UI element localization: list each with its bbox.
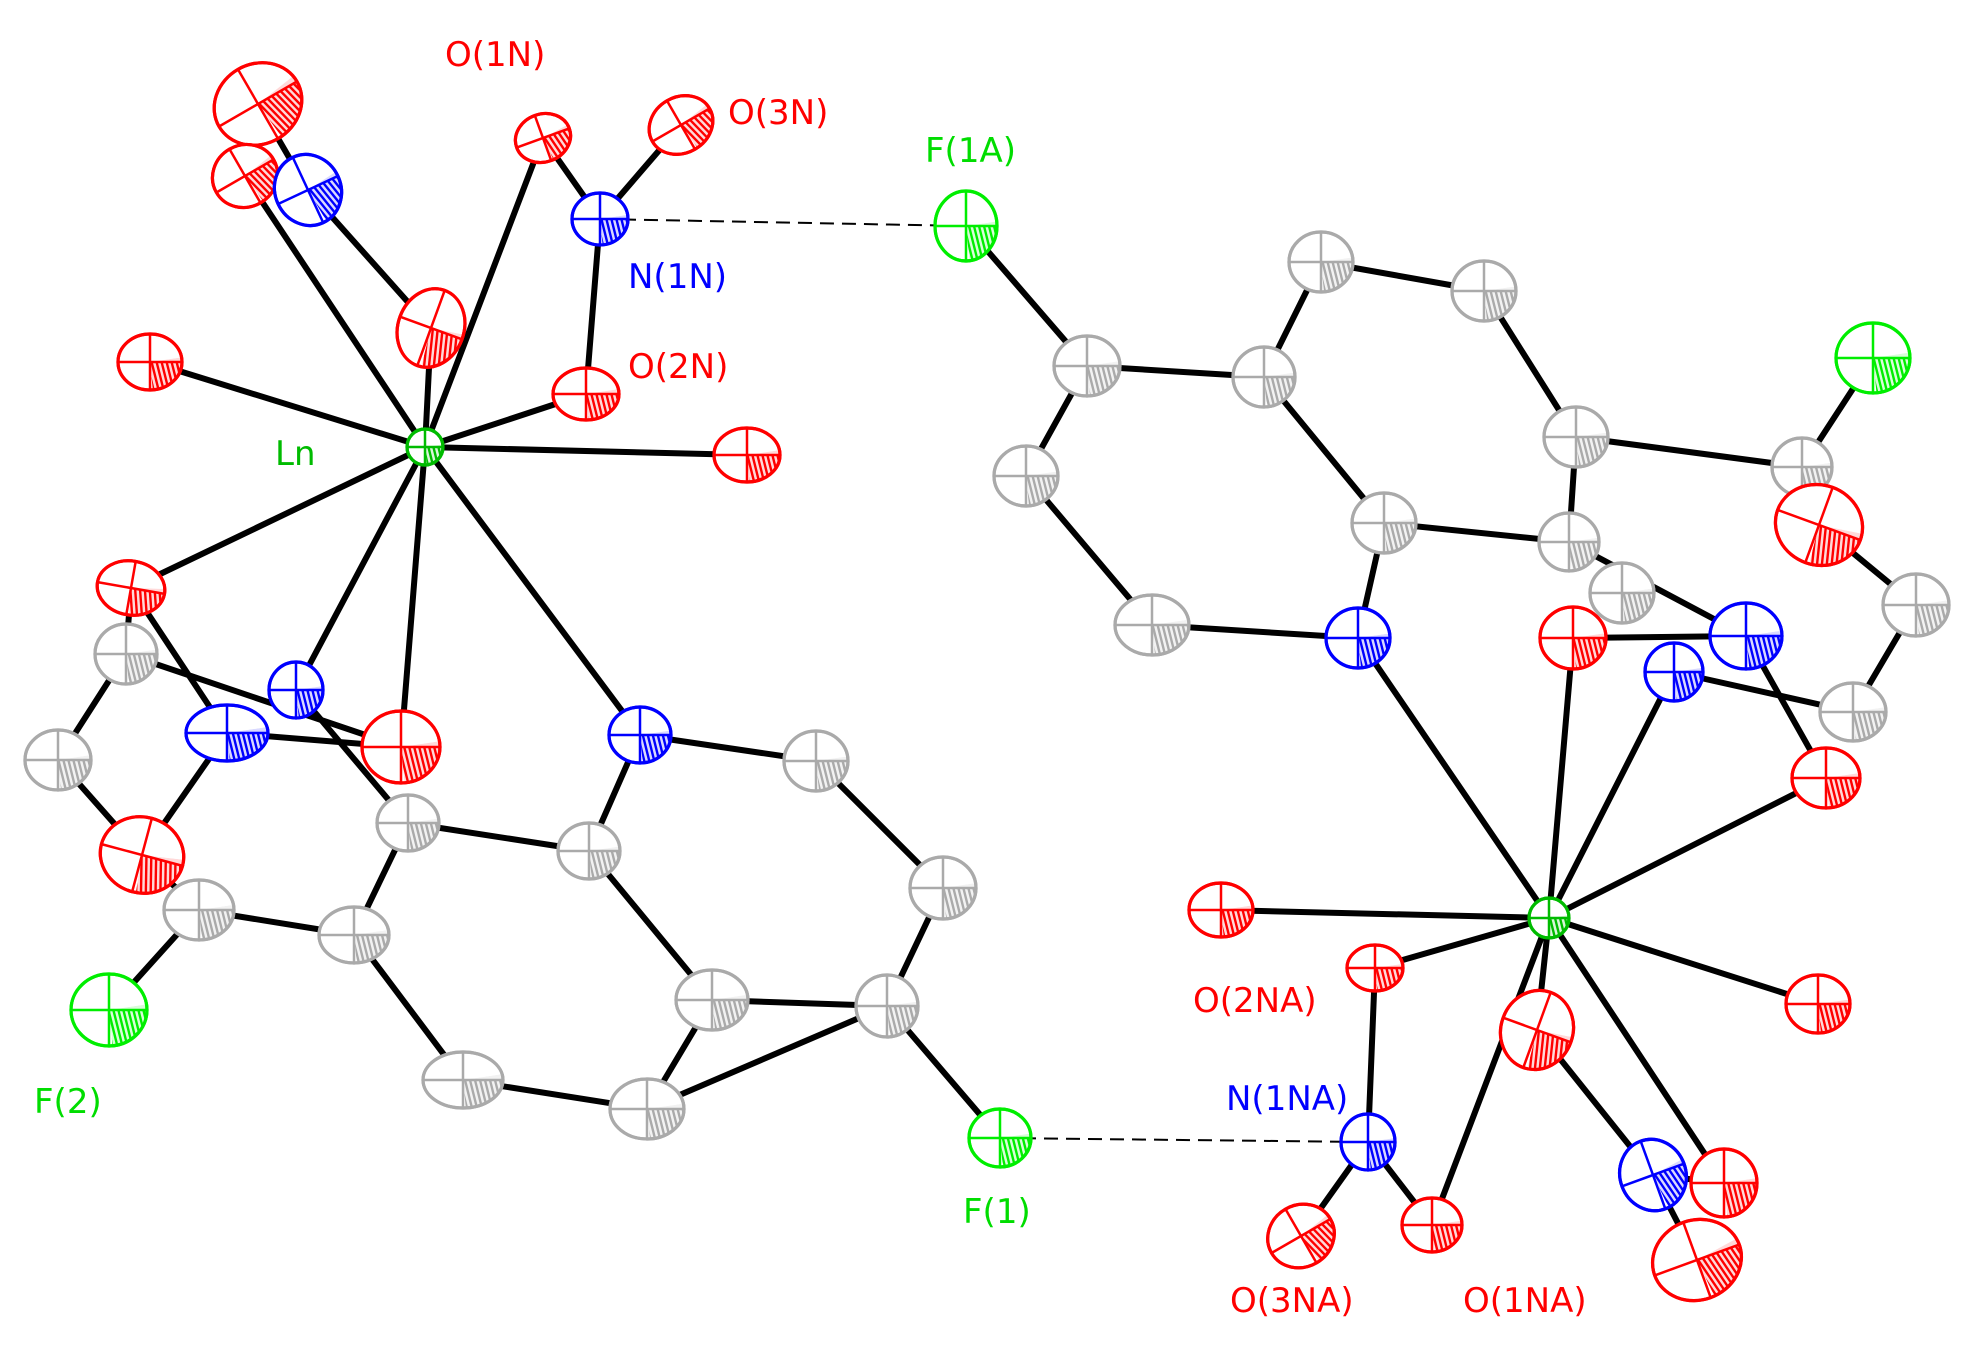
- hydrogen-bond-N1N-F1A: [599, 218, 967, 227]
- label-O3N: O(3N): [728, 93, 828, 133]
- atom-Ln2: [1527, 896, 1571, 940]
- atom-O_r3: [1790, 746, 1862, 810]
- atom-O2N: [551, 366, 621, 422]
- bond-Ln2-O_r5: [1546, 915, 1821, 1007]
- bond-Ln2-O1NA: [1429, 915, 1552, 1228]
- atom-Nc: [184, 703, 270, 763]
- bond-Ln-Od: [147, 359, 428, 450]
- atom-C7: [674, 968, 750, 1032]
- bond-Ln2-O_r3: [1546, 775, 1829, 921]
- atom-C10: [782, 729, 850, 793]
- atom-C9: [608, 1077, 686, 1141]
- atom-C23: [1881, 572, 1951, 638]
- atom-Oe: [712, 426, 782, 484]
- bond-Ln-Ob: [242, 173, 428, 450]
- atom-N3: [1324, 606, 1392, 670]
- atom-N1N: [570, 191, 630, 247]
- atom-layer: [23, 61, 1951, 1313]
- atom-C18: [1113, 593, 1191, 657]
- label-Ln: Ln: [275, 434, 316, 474]
- atom-C11: [908, 855, 978, 921]
- label-F2: F(2): [34, 1082, 102, 1122]
- bond-Ln-Og: [398, 444, 428, 750]
- label-O1NA: O(1NA): [1463, 1281, 1587, 1321]
- label-O2NA: O(2NA): [1193, 981, 1317, 1021]
- bond-N1N-O2N: [583, 216, 603, 397]
- atom-F1: [967, 1107, 1033, 1169]
- atom-F1B: [1834, 321, 1912, 395]
- atom-N4: [1708, 601, 1784, 671]
- atom-C6: [317, 905, 391, 965]
- label-O1N: O(1N): [445, 35, 545, 75]
- bond-Ln-Of: [128, 444, 428, 591]
- bond-Ln2-N5: [1546, 669, 1677, 921]
- bond-Ln-N1: [293, 444, 428, 693]
- atom-Od: [116, 332, 184, 392]
- atom-N1NA: [1339, 1112, 1397, 1172]
- atom-Oc: [386, 287, 476, 377]
- atom-N2: [607, 705, 673, 765]
- atom-C5: [556, 821, 622, 881]
- atom-C15: [1231, 345, 1297, 409]
- label-N1N: N(1N): [628, 257, 727, 297]
- atom-C16: [1287, 230, 1355, 294]
- atom-O_r4: [1187, 881, 1255, 939]
- bond-Ln-N2: [422, 444, 643, 738]
- atom-N5: [1643, 641, 1705, 703]
- hydrogen-bond-F1-N1NA: [999, 1137, 1369, 1143]
- atom-C20: [1542, 405, 1610, 469]
- atom-C8: [421, 1050, 505, 1110]
- atom-O_r8: [1645, 1217, 1753, 1313]
- atom-Oh: [91, 815, 193, 903]
- atom-O_r5: [1784, 973, 1852, 1035]
- atom-O1NA: [1400, 1196, 1464, 1254]
- bond-layer: [55, 101, 1919, 1263]
- bond-Ln-O1N: [422, 135, 546, 450]
- atom-C3: [162, 878, 236, 942]
- bond-Ln2-O_r7: [1546, 915, 1727, 1186]
- atom-C12: [854, 973, 920, 1039]
- bond-C20-C22: [1573, 434, 1805, 470]
- atom-C4: [375, 793, 441, 853]
- atom-C25: [1818, 681, 1888, 743]
- bond-C12-C9: [644, 1003, 890, 1112]
- atom-C2: [23, 728, 93, 792]
- atom-N1: [267, 660, 325, 720]
- bond-Ln2-O_r2: [1546, 635, 1576, 921]
- atom-C17: [1450, 259, 1518, 323]
- label-F1A: F(1A): [925, 131, 1016, 171]
- atom-Ln: [405, 427, 445, 467]
- atom-F2: [69, 972, 149, 1048]
- atom-O_r2: [1538, 605, 1608, 671]
- label-layer: O(1N) O(3N) N(1N) O(2N) Ln F(1A) F(2) F(…: [34, 35, 1587, 1321]
- atom-O_r6: [1489, 988, 1585, 1080]
- atom-O2NA: [1345, 943, 1405, 993]
- atom-C14: [992, 444, 1060, 508]
- label-F1: F(1): [963, 1192, 1031, 1232]
- atom-C1: [93, 622, 159, 686]
- bond-C1-Og: [123, 651, 404, 750]
- label-O3NA: O(3NA): [1230, 1281, 1354, 1321]
- label-O2N: O(2N): [628, 347, 728, 387]
- atom-C24: [1537, 511, 1601, 573]
- atom-F1A: [933, 189, 999, 263]
- atom-O_r1: [1763, 482, 1872, 578]
- atom-O_r7: [1689, 1147, 1759, 1219]
- bond-Ln2-O_r4: [1218, 907, 1552, 921]
- bond-Ln-Oe: [422, 444, 750, 458]
- atom-C13: [1052, 334, 1122, 398]
- bond-Ln2-N3: [1355, 635, 1552, 921]
- atom-O3NA: [1264, 1202, 1346, 1280]
- bond-Ln2-O2NA: [1372, 915, 1552, 971]
- atom-O1N: [510, 111, 578, 171]
- label-N1NA: N(1NA): [1226, 1079, 1348, 1119]
